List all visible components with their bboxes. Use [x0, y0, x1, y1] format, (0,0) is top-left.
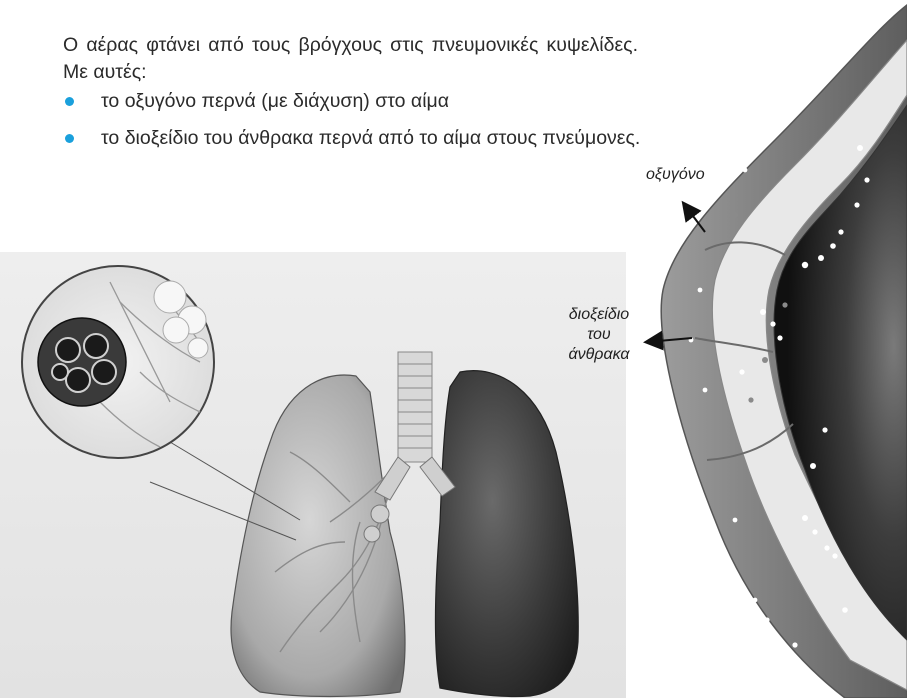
alveolus-cross-section-illustration: [645, 0, 907, 698]
magnified-alveoli-inset: [22, 266, 214, 458]
label-carbon-dioxide: διοξείδιο του άνθρακα: [553, 305, 645, 365]
bullet-item: το διοξείδιο του άνθρακα περνά από το αί…: [63, 125, 648, 152]
label-oxygen: οξυγόνο: [646, 165, 705, 185]
trachea: [398, 352, 432, 462]
bullet-text-oxygen: το οξυγόνο περνά (με διάχυση) στο αίμα: [101, 90, 449, 112]
bullet-dot-icon: [65, 97, 74, 106]
bullet-list: το οξυγόνο περνά (με διάχυση) στο αίμα τ…: [63, 88, 648, 162]
bullet-item: το οξυγόνο περνά (με διάχυση) στο αίμα: [63, 88, 648, 115]
alveolar-sac: [38, 318, 126, 406]
label-co2-line3: άνθρακα: [553, 345, 645, 365]
bullet-dot-icon: [65, 134, 74, 143]
bullet-text-co2: το διοξείδιο του άνθρακα περνά από το αί…: [101, 127, 640, 149]
label-co2-line2: του: [553, 325, 645, 345]
intro-paragraph: Ο αέρας φτάνει από τους βρόγχους στις πν…: [63, 32, 638, 86]
lungs-illustration: [0, 252, 626, 698]
label-co2-line1: διοξείδιο: [553, 305, 645, 325]
